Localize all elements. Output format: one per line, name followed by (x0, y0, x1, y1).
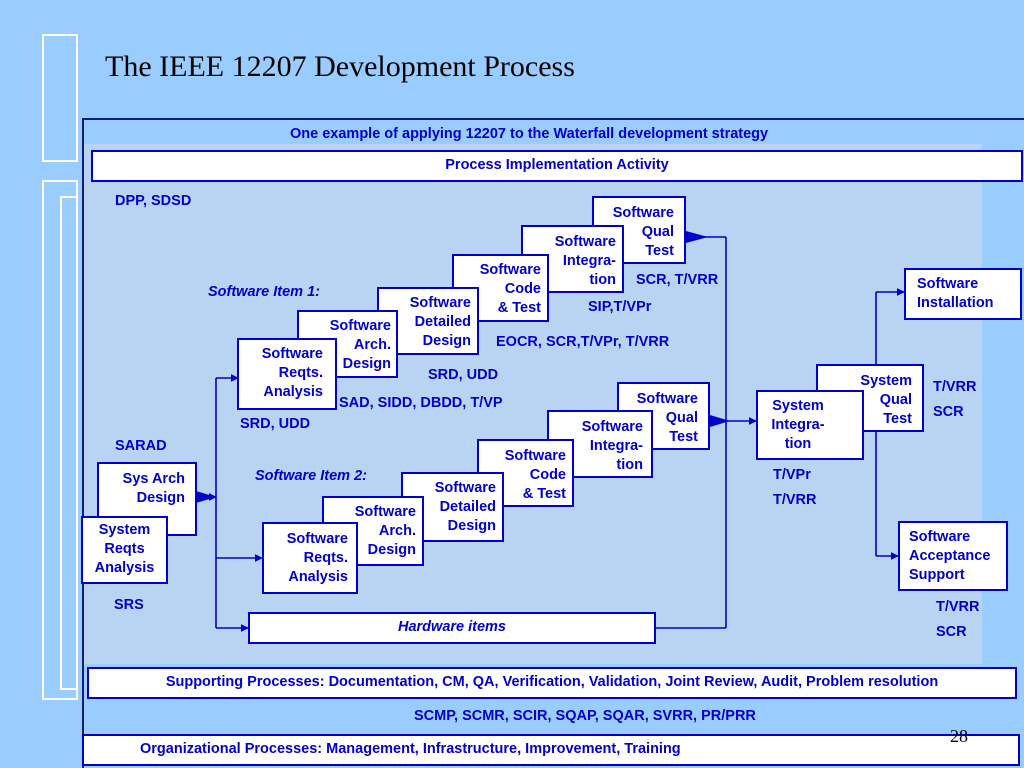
item2-detailed-design-label: Software Detailed Design (434, 480, 496, 534)
annotation-sad-sidd: SAD, SIDD, DBDD, T/VP (339, 395, 503, 411)
support-outputs-label: SCMP, SCMR, SCIR, SQAP, SQAR, SVRR, PR/P… (414, 708, 756, 724)
software-acceptance-label: Software Acceptance Support (909, 529, 991, 583)
decor-frame-top (42, 34, 78, 162)
software-installation-box: Software Installation (904, 268, 1022, 320)
annotation-acceptance-tvrr: T/VRR (936, 599, 980, 615)
annotation-dpp-sdsd: DPP, SDSD (115, 193, 192, 209)
process-implementation-bar: Process Implementation Activity (91, 150, 1023, 182)
organizational-processes-bar: Organizational Processes: Management, In… (82, 734, 1020, 766)
annotation-srd-udd-detailed: SRD, UDD (428, 367, 499, 383)
item2-integration-label: Software Integra- tion (581, 419, 643, 473)
system-reqts-analysis-label: System Reqts Analysis (94, 522, 155, 576)
page-number: 28 (950, 726, 968, 746)
diagram-subtitle: One example of applying 12207 to the Wat… (290, 126, 769, 142)
item2-code-test-label: Software Code & Test (504, 448, 566, 502)
annotation-scr-tvrr: SCR, T/VRR (636, 272, 719, 288)
process-implementation-label: Process Implementation Activity (445, 157, 669, 173)
item2-reqts-analysis-label: Software Reqts. Analysis (286, 531, 348, 585)
annotation-srs: SRS (114, 597, 144, 613)
annotation-eocr: EOCR, SCR,T/VPr, T/VRR (496, 334, 670, 350)
decor-frame-inner (60, 196, 78, 690)
annotation-sip: SIP,T/VPr (588, 299, 652, 315)
diagram-frame (82, 118, 1024, 768)
item2-detailed-design-box: Software Detailed Design (401, 472, 504, 542)
hardware-items-label: Hardware items (398, 619, 506, 635)
annotation-acceptance-scr: SCR (936, 624, 967, 640)
software-item-2-label: Software Item 2: (255, 468, 367, 484)
hardware-items-box: Hardware items (248, 612, 656, 644)
software-installation-label: Software Installation (917, 276, 994, 311)
item1-detailed-design-label: Software Detailed Design (409, 295, 471, 349)
item1-qual-test-label: Software Qual Test (612, 205, 674, 259)
supporting-processes-label: Supporting Processes: Documentation, CM,… (165, 674, 939, 690)
system-integration-box: System Integra- tion (756, 390, 864, 460)
system-integration-label: System Integra- tion (771, 398, 825, 452)
item1-integration-label: Software Integra- tion (554, 234, 616, 288)
software-item-1-label: Software Item 1: (208, 284, 320, 300)
item1-reqts-analysis-label: Software Reqts. Analysis (261, 346, 323, 400)
organizational-processes-label: Organizational Processes: Management, In… (140, 741, 681, 757)
item1-code-test-label: Software Code & Test (479, 262, 541, 316)
item2-reqts-analysis-box: Software Reqts. Analysis (262, 522, 358, 594)
sys-arch-design-label: Sys Arch Design (122, 471, 185, 506)
arrowhead-item2-qual (710, 415, 730, 427)
annotation-sysqual-scr: SCR (933, 404, 964, 420)
item1-arch-design-label: Software Arch. Design (329, 318, 391, 372)
annotation-sarad: SARAD (115, 438, 167, 454)
supporting-processes-bar: Supporting Processes: Documentation, CM,… (87, 667, 1017, 699)
item2-arch-design-label: Software Arch. Design (354, 504, 416, 558)
slide-title: The IEEE 12207 Development Process (105, 50, 575, 83)
arrowhead-sysarch (196, 491, 216, 503)
annotation-sysqual-tvrr: T/VRR (933, 379, 977, 395)
system-qual-test-label: System Qual Test (860, 373, 912, 427)
arrowhead-item1-qual (686, 231, 708, 243)
software-acceptance-box: Software Acceptance Support (898, 521, 1008, 591)
annotation-sysint-tvpr: T/VPr (773, 467, 811, 483)
annotation-sysint-tvrr: T/VRR (773, 492, 817, 508)
system-reqts-analysis-box: System Reqts Analysis (81, 516, 168, 584)
annotation-srd-udd-item1: SRD, UDD (240, 416, 311, 432)
item1-reqts-analysis-box: Software Reqts. Analysis (237, 338, 337, 410)
item2-qual-test-label: Software Qual Test (636, 391, 698, 445)
